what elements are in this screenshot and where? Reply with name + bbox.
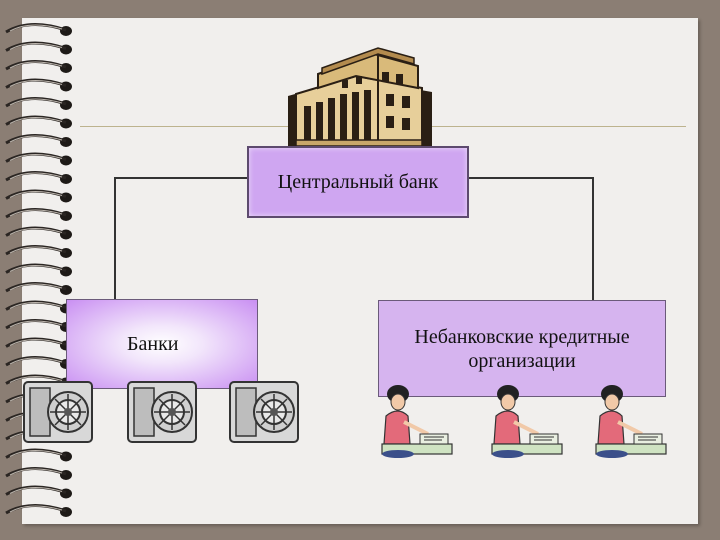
clerk-at-desk-icon: [595, 385, 667, 458]
binding-ring-highlight: [9, 228, 63, 235]
bank-vault-icon: [127, 381, 197, 443]
binding-ring-highlight: [9, 191, 63, 198]
binding-ring-highlight: [9, 24, 63, 32]
central-bank-label: Центральный банк: [277, 171, 439, 193]
nonbank-credit-orgs-box: Небанковские кредитные организации: [378, 300, 666, 397]
bank-building-icon: [288, 47, 432, 150]
spiral-binding-icon: [5, 23, 72, 517]
connector-right-vertical: [592, 177, 594, 301]
binding-ring-highlight: [9, 246, 63, 254]
binding-ring-highlight: [9, 357, 63, 365]
connector-left-vertical: [114, 177, 116, 300]
connector-right-horizontal: [468, 177, 594, 179]
binding-ring-highlight: [9, 98, 63, 106]
banks-box: Банки: [66, 299, 258, 389]
binding-ring-highlight: [9, 505, 63, 513]
clerk-at-desk-icon: [491, 385, 563, 458]
binding-ring-highlight: [9, 320, 63, 328]
binding-ring-highlight: [9, 450, 63, 457]
binding-ring-highlight: [9, 339, 63, 346]
binding-ring-highlight: [9, 135, 63, 143]
binding-ring-highlight: [9, 80, 63, 87]
binding-ring-highlight: [9, 154, 63, 161]
nonbank-credit-orgs-label: Небанковские кредитные организации: [414, 325, 630, 372]
binding-ring-highlight: [9, 283, 63, 291]
binding-ring-highlight: [9, 209, 63, 217]
binding-ring-highlight: [9, 43, 63, 50]
binding-ring-highlight: [9, 487, 63, 494]
binding-ring-highlight: [9, 376, 63, 383]
binding-ring-highlight: [9, 468, 63, 476]
binding-ring-highlight: [9, 117, 63, 124]
bank-vault-icon: [229, 381, 299, 443]
bank-vault-icon: [23, 381, 93, 443]
binding-ring-highlight: [9, 172, 63, 180]
binding-ring-highlight: [9, 265, 63, 272]
clerk-at-desk-icon: [381, 385, 453, 458]
connector-left-horizontal: [114, 177, 248, 179]
binding-ring-highlight: [9, 61, 63, 69]
binding-ring-highlight: [9, 302, 63, 309]
banks-label: Банки: [127, 333, 179, 355]
central-bank-box: Центральный банк: [247, 146, 469, 218]
